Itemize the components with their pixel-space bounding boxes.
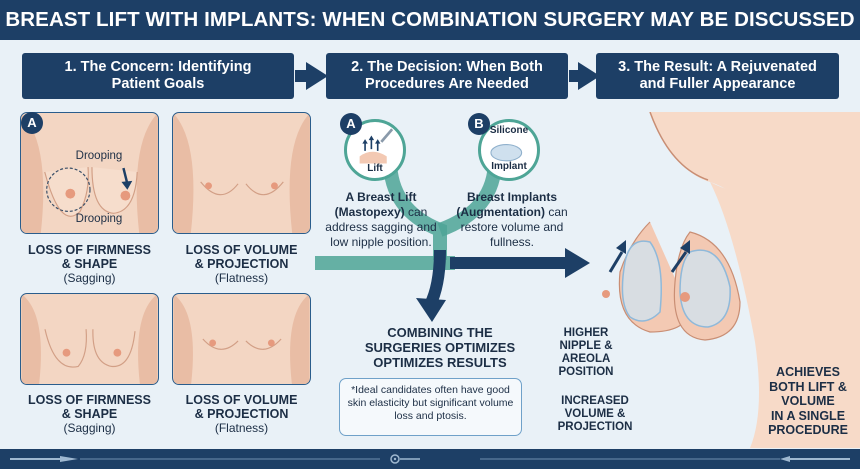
implant-description-rest: can restore volume and fullness. bbox=[460, 205, 568, 249]
flatness-illustration-2 bbox=[172, 293, 311, 385]
candidate-note: *Ideal candidates often have good skin e… bbox=[339, 378, 522, 436]
panel-3-caption: LOSS OF FIRMNESS & SHAPE (Sagging) bbox=[20, 393, 159, 435]
sagging-illustration-1 bbox=[20, 112, 159, 234]
implant-badge: B bbox=[468, 113, 490, 135]
panel-4-caption: LOSS OF VOLUME & PROJECTION (Flatness) bbox=[172, 393, 311, 435]
implant-icon-label-bottom: Implant bbox=[491, 161, 527, 172]
lift-description: A Breast Lift (Mastopexy) can address sa… bbox=[322, 190, 440, 250]
panel-1-caption: LOSS OF FIRMNESS & SHAPE (Sagging) bbox=[20, 243, 159, 285]
panel-4-title: LOSS OF VOLUME & PROJECTION bbox=[185, 393, 298, 421]
step-1-header: 1. The Concern: Identifying Patient Goal… bbox=[22, 53, 294, 99]
page-title: BREAST LIFT WITH IMPLANTS: WHEN COMBINAT… bbox=[0, 0, 860, 40]
result-illustration bbox=[602, 112, 860, 448]
lift-description-bold: A Breast Lift (Mastopexy) bbox=[334, 190, 417, 219]
step-2-header: 2. The Decision: When Both Procedures Ar… bbox=[326, 53, 568, 99]
panel-1-subtitle: (Sagging) bbox=[63, 271, 116, 285]
panel-3-subtitle: (Sagging) bbox=[63, 421, 116, 435]
implant-icon-label-top: Silicone bbox=[489, 125, 529, 136]
sagging-illustration-2 bbox=[20, 293, 159, 385]
step-arrow-2 bbox=[578, 62, 600, 90]
lift-icon bbox=[344, 119, 406, 181]
implant-description: Breast Implants (Augmentation) can resto… bbox=[452, 190, 572, 250]
combining-statement: COMBINING THE SURGERIES OPTIMIZES OPTIMI… bbox=[364, 325, 516, 370]
panel-2-subtitle: (Flatness) bbox=[214, 271, 269, 285]
lift-description-rest: can address sagging and low nipple posit… bbox=[325, 205, 437, 249]
step-arrow-1 bbox=[306, 62, 328, 90]
lift-badge: A bbox=[340, 113, 362, 135]
panel-1-title: LOSS OF FIRMNESS & SHAPE bbox=[28, 243, 151, 271]
higher-nipple-label: HIGHER NIPPLE & AREOLA POSITION bbox=[558, 327, 614, 378]
panel-2-title: LOSS OF VOLUME & PROJECTION bbox=[185, 243, 298, 271]
drooping-label-bottom: Drooping bbox=[75, 213, 123, 225]
footer-bar bbox=[0, 449, 860, 469]
panel-2-caption: LOSS OF VOLUME & PROJECTION (Flatness) bbox=[172, 243, 311, 285]
flatness-illustration-1 bbox=[172, 112, 311, 234]
concern-badge-a: A bbox=[21, 112, 43, 134]
lift-icon-label: Lift bbox=[367, 163, 383, 174]
drooping-label-top: Drooping bbox=[75, 150, 123, 162]
increased-volume-label: INCREASED VOLUME & PROJECTION bbox=[557, 395, 633, 433]
panel-4-subtitle: (Flatness) bbox=[214, 421, 269, 435]
step-3-header: 3. The Result: A Rejuvenated and Fuller … bbox=[596, 53, 839, 99]
achieves-statement: ACHIEVES BOTH LIFT & VOLUME IN A SINGLE … bbox=[768, 365, 848, 437]
implant-description-bold: Breast Implants (Augmentation) bbox=[456, 190, 558, 219]
panel-3-title: LOSS OF FIRMNESS & SHAPE bbox=[28, 393, 151, 421]
